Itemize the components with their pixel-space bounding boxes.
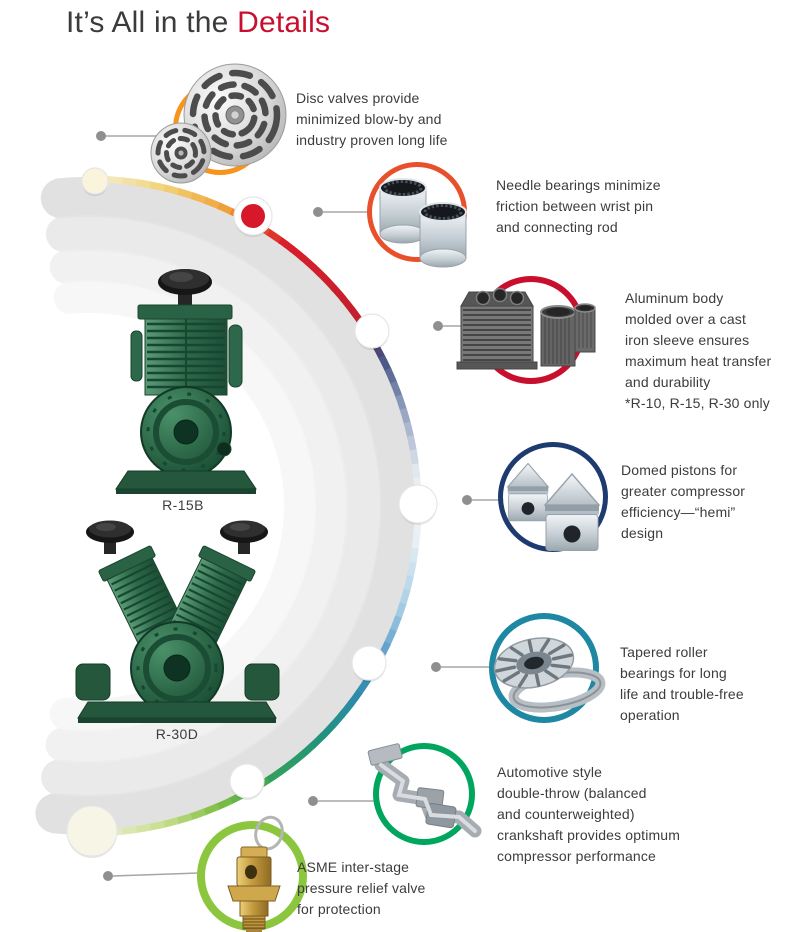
- aluminum-body-icon: [456, 287, 596, 370]
- disc-valve-small: [150, 122, 212, 184]
- callout-circle-relief-valve: [197, 815, 307, 932]
- relief-valve-icon: [227, 815, 284, 932]
- air-filter-icon: [86, 520, 134, 554]
- callout-circle-disc-valves: [150, 63, 287, 184]
- ribbon-nodes: [66, 167, 438, 858]
- callout-text-relief-valve: ASME inter-stage pressure relief valve f…: [297, 859, 426, 917]
- finned-cylinder: [144, 318, 228, 396]
- callout-circle-aluminum-body: [456, 276, 596, 384]
- callout-text-tapered-bearings: Tapered roller bearings for long life an…: [620, 644, 744, 723]
- page-title: It’s All in the Details: [66, 6, 330, 40]
- disc-valves-icon: [150, 63, 287, 184]
- compressor-r15b-image: [115, 269, 257, 494]
- callout-text-disc-valves: Disc valves provide minimized blow-by an…: [296, 90, 448, 148]
- crankcase: [130, 621, 224, 715]
- product-label-r15b: R-15B: [162, 497, 204, 513]
- callout-note-aluminum-body: *R-10, R-15, R-30 only: [625, 395, 770, 411]
- callout-circle-needle-bearings: [367, 162, 467, 268]
- callout-circle-crankshaft: [367, 743, 482, 845]
- callout-text-aluminum-body: Aluminum body molded over a cast iron sl…: [625, 290, 772, 390]
- needle-bearings-icon: [379, 178, 467, 268]
- iron-sleeve: [540, 305, 576, 367]
- tapered-bearings-icon: [493, 637, 606, 713]
- needle-bearing: [419, 202, 467, 268]
- air-filter-icon: [158, 269, 212, 307]
- red-stage-marker: [241, 204, 265, 228]
- compressor-photo-r30d: [60, 516, 295, 733]
- air-filter-icon: [220, 520, 268, 554]
- needle-bearing: [379, 178, 427, 244]
- title-accent: Details: [237, 6, 331, 39]
- disc-valve-large: [183, 63, 287, 167]
- domed-piston-small: [506, 462, 550, 522]
- crankcase: [140, 386, 232, 478]
- crankshaft-icon: [367, 743, 482, 838]
- title-prefix: It’s All in the: [66, 6, 238, 39]
- callout-circle-domed-pistons: [498, 442, 608, 552]
- iron-sleeve: [574, 303, 596, 353]
- callout-circle-tapered-bearings: [489, 613, 606, 723]
- callout-text-crankshaft: Automotive style double-throw (balanced …: [497, 764, 681, 864]
- domed-piston-large: [543, 472, 601, 551]
- bearing-cone: [493, 637, 575, 689]
- product-label-r30d: R-30D: [155, 726, 199, 742]
- callout-text-domed-pistons: Domed pistons for greater compressor eff…: [621, 462, 746, 541]
- domed-pistons-icon: [506, 462, 601, 551]
- cylinder-block: [456, 287, 538, 370]
- compressor-r30d-image: [75, 520, 280, 723]
- callout-connector-dots: [96, 131, 472, 881]
- callout-text-needle-bearings: Needle bearings minimize friction betwee…: [496, 177, 661, 235]
- compressor-photo-r15b: [98, 265, 268, 502]
